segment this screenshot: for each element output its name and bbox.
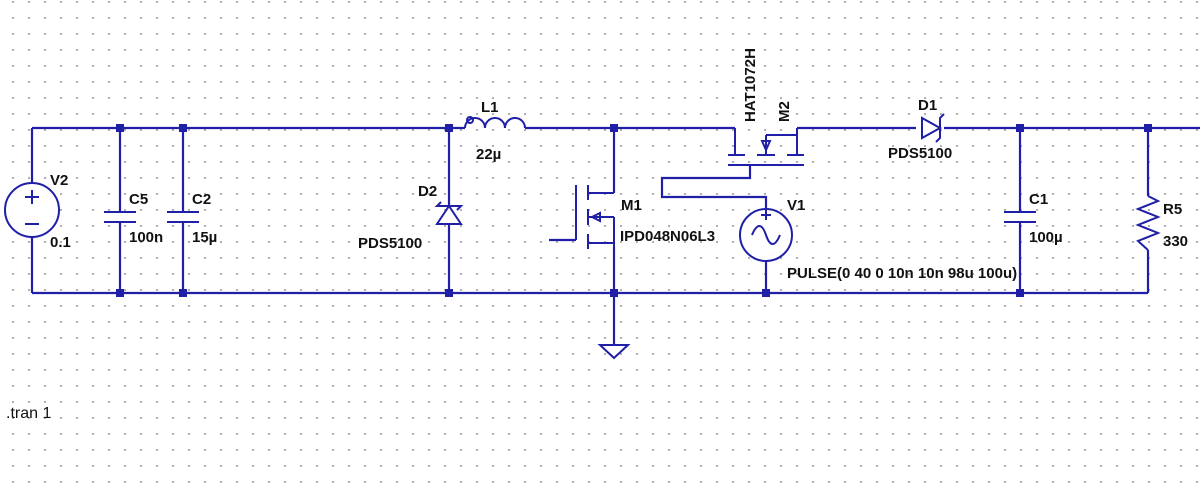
diode-d1[interactable]: D1 PDS5100 <box>888 97 952 162</box>
junction-dot <box>445 289 453 297</box>
m2-value-label: HAT1072H <box>742 48 759 122</box>
sine-wave-icon <box>751 225 781 245</box>
c1-name-label: C1 <box>1029 191 1048 208</box>
d2-value-label: PDS5100 <box>358 235 422 252</box>
ground-icon[interactable] <box>597 344 631 360</box>
junction-dot <box>610 124 618 132</box>
v1-value-label: PULSE(0 40 0 10n 10n 98u 100u) <box>787 265 1017 282</box>
l1-name-label: L1 <box>481 99 499 116</box>
pulse-source-v1[interactable]: V1 PULSE(0 40 0 10n 10n 98u 100u) <box>739 197 1017 282</box>
schottky-bar-icon <box>434 201 464 211</box>
resistor-zigzag-icon <box>1135 195 1161 251</box>
v2-name-label: V2 <box>50 172 68 189</box>
junction-dot <box>1016 124 1024 132</box>
body-arrow-icon <box>589 211 601 223</box>
junctions <box>116 124 1152 297</box>
body-arrow-icon <box>760 140 772 153</box>
spice-directive[interactable]: .tran 1 <box>6 405 51 422</box>
r5-name-label: R5 <box>1163 201 1182 218</box>
c2-name-label: C2 <box>192 191 211 208</box>
resistor-r5[interactable]: R5 330 <box>1135 195 1188 251</box>
c1-value-label: 100µ <box>1029 229 1063 246</box>
d2-name-label: D2 <box>418 183 437 200</box>
junction-dot <box>762 289 770 297</box>
c2-value-label: 15µ <box>192 229 217 246</box>
capacitor-c5[interactable]: C5 100n <box>104 191 163 246</box>
m1-name-label: M1 <box>621 197 642 214</box>
inductor-l1[interactable]: L1 22µ <box>464 99 526 163</box>
m2-name-label: M2 <box>776 101 793 122</box>
diode-triangle-icon <box>921 116 943 140</box>
junction-dot <box>445 124 453 132</box>
junction-dot <box>1016 289 1024 297</box>
voltage-source-icon <box>4 182 60 238</box>
l1-value-label: 22µ <box>476 146 501 163</box>
diode-d2[interactable]: D2 PDS5100 <box>358 183 464 252</box>
diode-triangle-icon <box>435 204 463 225</box>
junction-dot <box>179 289 187 297</box>
voltage-source-v2[interactable]: V2 0.1 <box>4 172 71 251</box>
junction-dot <box>1144 124 1152 132</box>
wires <box>30 126 1200 345</box>
m1-value-label: IPD048N06L3 <box>620 228 715 245</box>
junction-dot <box>179 124 187 132</box>
polarity-dot-icon <box>466 116 474 124</box>
d1-name-label: D1 <box>918 97 937 114</box>
nmos-m1[interactable]: M1 IPD048N06L3 <box>575 185 715 249</box>
schottky-bar-icon <box>935 113 945 143</box>
c5-value-label: 100n <box>129 229 163 246</box>
r5-value-label: 330 <box>1163 233 1188 250</box>
v2-value-label: 0.1 <box>50 234 71 251</box>
pmos-m2[interactable]: HAT1072H M2 <box>728 48 804 166</box>
v1-name-label: V1 <box>787 197 805 214</box>
c5-name-label: C5 <box>129 191 148 208</box>
junction-dot <box>610 289 618 297</box>
junction-dot <box>116 124 124 132</box>
inductor-coil-icon <box>464 117 526 129</box>
capacitor-c2[interactable]: C2 15µ <box>167 191 217 246</box>
junction-dot <box>116 289 124 297</box>
d1-value-label: PDS5100 <box>888 145 952 162</box>
wire-m2-gate-v1[interactable] <box>660 165 768 208</box>
capacitor-c1[interactable]: C1 100µ <box>1004 191 1063 246</box>
